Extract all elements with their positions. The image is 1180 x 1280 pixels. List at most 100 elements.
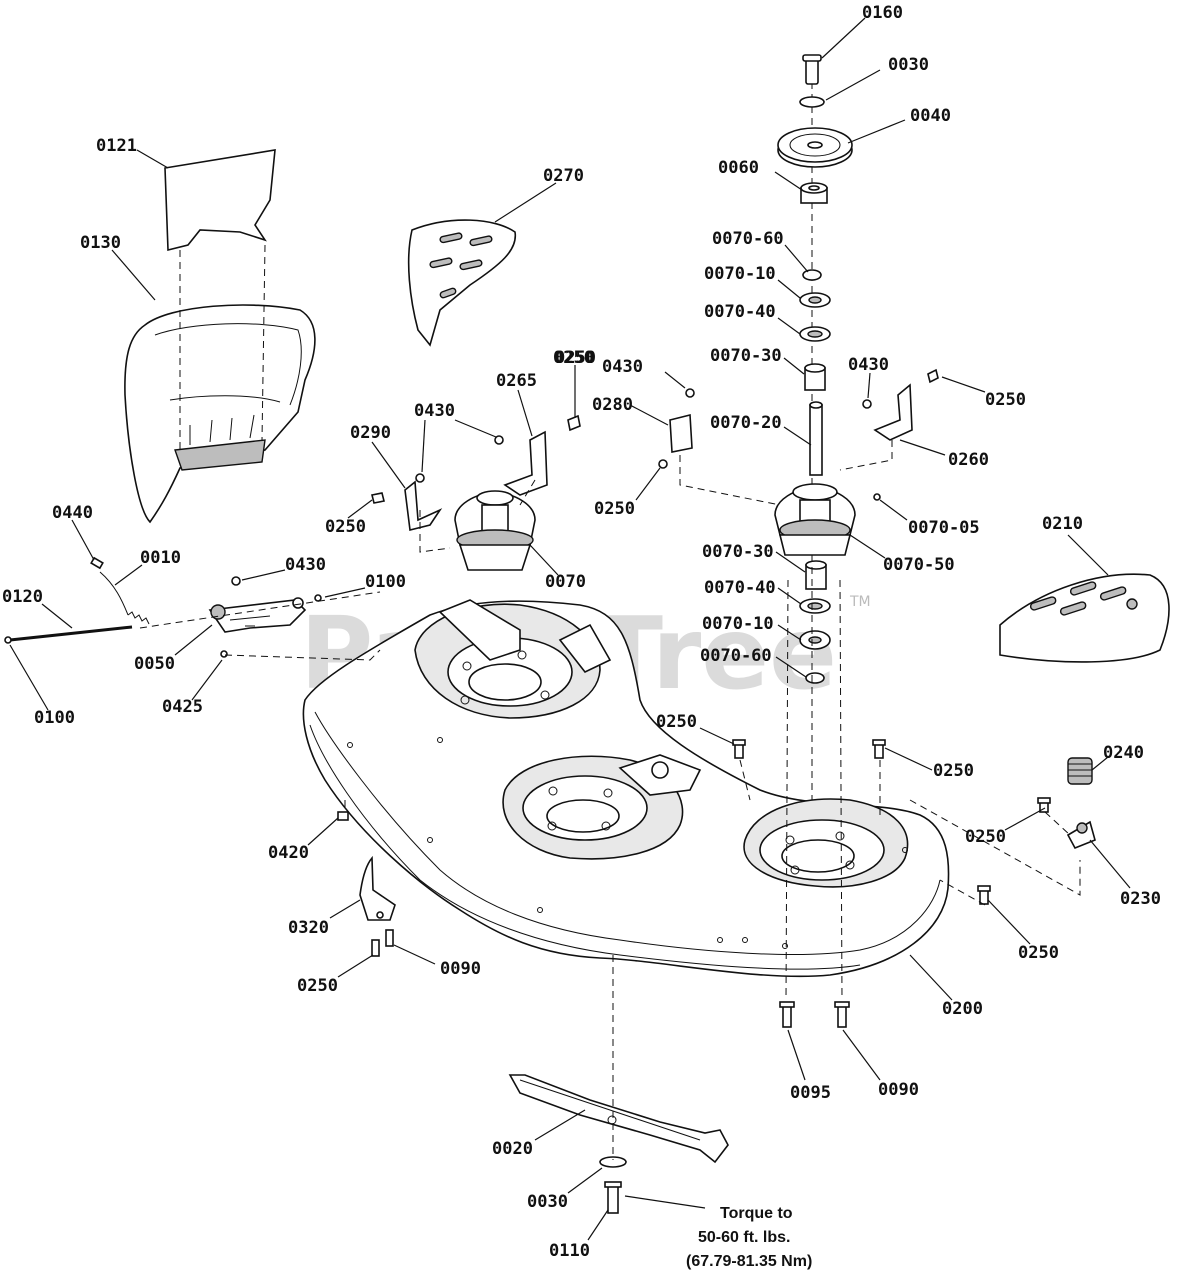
adjuster-0240	[1067, 757, 1093, 785]
label-0250-deck1: 0250	[656, 712, 697, 732]
label-0250-pulley: 0250	[553, 348, 594, 368]
label-0060: 0060	[718, 158, 759, 178]
label-0020: 0020	[492, 1139, 533, 1159]
spindle-shaft-0070-20	[809, 401, 823, 476]
blade-bolt-0110	[604, 1181, 622, 1214]
pin-0100-right	[314, 594, 322, 602]
label-0070-40-top: 0070-40	[704, 302, 776, 322]
label-0250-deck2: 0250	[933, 761, 974, 781]
label-0100-right: 0100	[365, 572, 406, 592]
seal-0070-10-bot	[799, 630, 831, 650]
snap-ring-0070-60-bot	[805, 672, 825, 684]
label-0420: 0420	[268, 843, 309, 863]
label-0090-baffle: 0090	[440, 959, 481, 979]
washer-0030-bottom	[599, 1156, 627, 1168]
label-0265: 0265	[496, 371, 537, 391]
label-0130: 0130	[80, 233, 121, 253]
label-0250-baffle: 0250	[297, 976, 338, 996]
label-0050: 0050	[134, 654, 175, 674]
spindle-housing-0070-50	[774, 483, 856, 556]
left-spindle-0070	[454, 490, 536, 571]
torque-note-line2: 50-60 ft. lbs.	[698, 1229, 790, 1246]
label-0070-10-top: 0070-10	[704, 264, 776, 284]
label-0290: 0290	[350, 423, 391, 443]
left-belt-cover	[407, 219, 517, 347]
label-0095: 0095	[790, 1083, 831, 1103]
spacer-0070-30-bot	[805, 560, 827, 590]
label-0250-top-right: 0250	[985, 390, 1026, 410]
assembly-lines	[139, 440, 1081, 1160]
watermark-trademark: TM	[849, 594, 871, 610]
washer-0030-top	[799, 96, 825, 108]
label-0070-30-top: 0070-30	[710, 346, 782, 366]
rod-0120	[4, 625, 133, 644]
bolt-0420	[337, 811, 349, 821]
spring-0010	[99, 571, 150, 625]
label-0030-bottom: 0030	[527, 1192, 568, 1212]
leader-lines	[9, 17, 1131, 1241]
label-0070-60-bot: 0070-60	[700, 646, 772, 666]
grease-fitting-0070-05	[873, 493, 881, 501]
bracket-0280	[658, 388, 695, 469]
pivot-bracket-0050	[208, 597, 307, 633]
nut-0430-bracket	[231, 576, 241, 586]
washer-0425	[220, 650, 228, 658]
label-0250-deck3: 0250	[965, 827, 1006, 847]
bolt-0250-deck2	[872, 739, 886, 759]
bolt-0250-deck4	[977, 885, 991, 905]
label-0200: 0200	[942, 999, 983, 1019]
label-0040: 0040	[910, 106, 951, 126]
pin-0440	[90, 556, 104, 570]
bracket-0290	[371, 473, 443, 531]
baffle-0320	[359, 855, 396, 921]
label-0320: 0320	[288, 918, 329, 938]
blade-0020	[508, 1074, 729, 1164]
label-0070-30-bot: 0070-30	[702, 542, 774, 562]
bracket-0260	[862, 368, 939, 441]
bolt-0160	[802, 54, 822, 85]
label-0430-bracket: 0430	[285, 555, 326, 575]
label-0260: 0260	[948, 450, 989, 470]
deflector-bracket	[164, 149, 276, 450]
bushing-0060	[800, 182, 828, 204]
label-0240: 0240	[1103, 743, 1144, 763]
torque-note-line1: Torque to	[720, 1205, 793, 1222]
label-0070-10-bot: 0070-10	[702, 614, 774, 634]
label-0210: 0210	[1042, 514, 1083, 534]
grass-deflector-chute	[124, 304, 316, 524]
label-0090-bottom: 0090	[878, 1080, 919, 1100]
label-0280: 0280	[592, 395, 633, 415]
bolt-0250-deck3	[1037, 797, 1051, 813]
seal-0070-10-top	[799, 292, 831, 308]
label-0120: 0120	[2, 587, 43, 607]
label-0030-top: 0030	[888, 55, 929, 75]
label-0160: 0160	[862, 3, 903, 23]
snap-ring-0070-60-top	[802, 269, 822, 281]
bolt-0250-baffle	[371, 939, 380, 957]
label-0270: 0270	[543, 166, 584, 186]
bearing-0070-40-top	[799, 326, 831, 342]
label-0230: 0230	[1120, 889, 1161, 909]
right-belt-cover	[999, 573, 1170, 663]
label-0121: 0121	[96, 136, 137, 156]
label-0010: 0010	[140, 548, 181, 568]
torque-note-line3: (67.79-81.35 Nm)	[686, 1253, 812, 1270]
label-0430-left: 0430	[414, 401, 455, 421]
label-0250-deck4: 0250	[1018, 943, 1059, 963]
part-labels: 0160 0030 0040 0060 0070-60 0070-10 0070…	[2, 3, 1161, 1261]
bracket-0265	[494, 414, 581, 496]
label-0070-20: 0070-20	[710, 413, 782, 433]
label-0425: 0425	[162, 697, 203, 717]
mower-deck	[302, 599, 950, 978]
label-0250-mid-top: 0250	[555, 348, 596, 368]
label-0110: 0110	[549, 1241, 590, 1261]
label-0100-left: 0100	[34, 708, 75, 728]
wheel-bracket-0230	[1066, 820, 1096, 850]
label-0430-right: 0430	[848, 355, 889, 375]
label-0070-60-top: 0070-60	[712, 229, 784, 249]
label-0250-left: 0250	[325, 517, 366, 537]
bolt-0250-deck1	[732, 739, 746, 759]
spacer-0070-30-top	[804, 363, 826, 391]
pulley-0040	[777, 127, 853, 168]
